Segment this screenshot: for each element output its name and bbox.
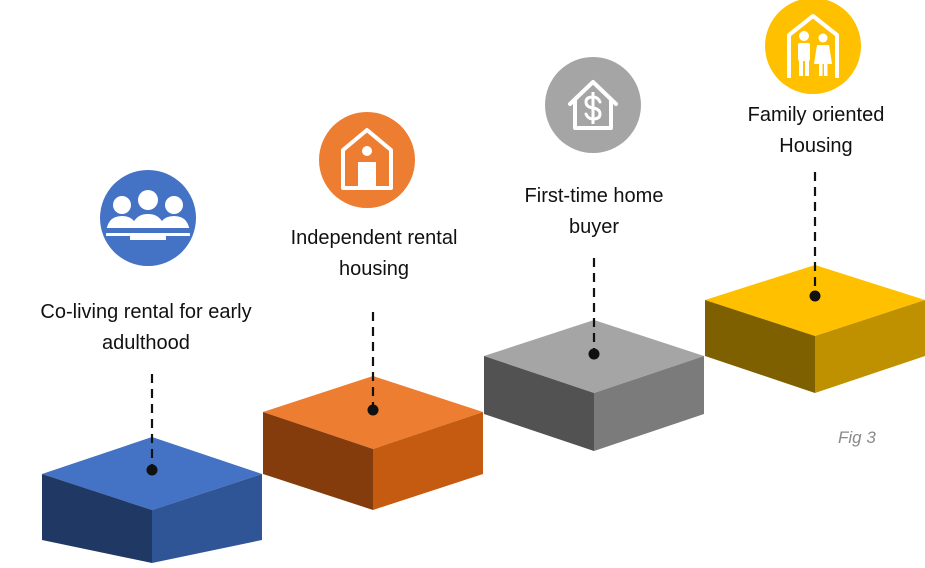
step-label-first-time-buyer: First-time home buyer	[525, 181, 664, 243]
step-label-line: First-time home	[524, 185, 664, 207]
group-of-people-icon	[100, 170, 196, 266]
step-anchor-dot	[809, 290, 821, 302]
step-block-first-time-buyer	[484, 258, 704, 451]
step-label-independent-rental: Independent rental housing	[291, 223, 458, 285]
family-house-icon	[765, 0, 861, 94]
step-left-face	[42, 474, 152, 563]
house-dollar-icon	[545, 57, 641, 153]
step-label-line: buyer	[568, 216, 620, 238]
step-block-co-living	[42, 374, 262, 563]
step-anchor-dot	[588, 348, 600, 360]
step-right-face	[152, 474, 262, 563]
step-block-family-housing	[705, 172, 925, 393]
step-left-face	[705, 300, 815, 393]
step-left-face	[484, 356, 594, 451]
step-anchor-dot	[146, 464, 158, 476]
step-label-co-living: Co-living rental for early adulthood	[40, 297, 251, 359]
house-door-icon	[319, 112, 415, 208]
step-anchor-dot	[367, 404, 379, 416]
step-label-line: adulthood	[102, 332, 190, 354]
step-label-line: Housing	[779, 135, 853, 157]
step-block-independent-rental	[263, 312, 483, 510]
step-label-family-housing: Family oriented Housing	[748, 100, 885, 162]
step-right-face	[815, 300, 925, 393]
figure-caption: Fig 3	[838, 428, 876, 447]
step-label-line: Co-living rental for early	[40, 301, 252, 323]
step-label-line: Independent rental	[290, 227, 458, 249]
step-right-face	[373, 412, 483, 510]
step-label-line: Family oriented	[747, 104, 885, 126]
step-label-line: housing	[338, 258, 410, 280]
step-right-face	[594, 356, 704, 451]
step-left-face	[263, 412, 373, 510]
